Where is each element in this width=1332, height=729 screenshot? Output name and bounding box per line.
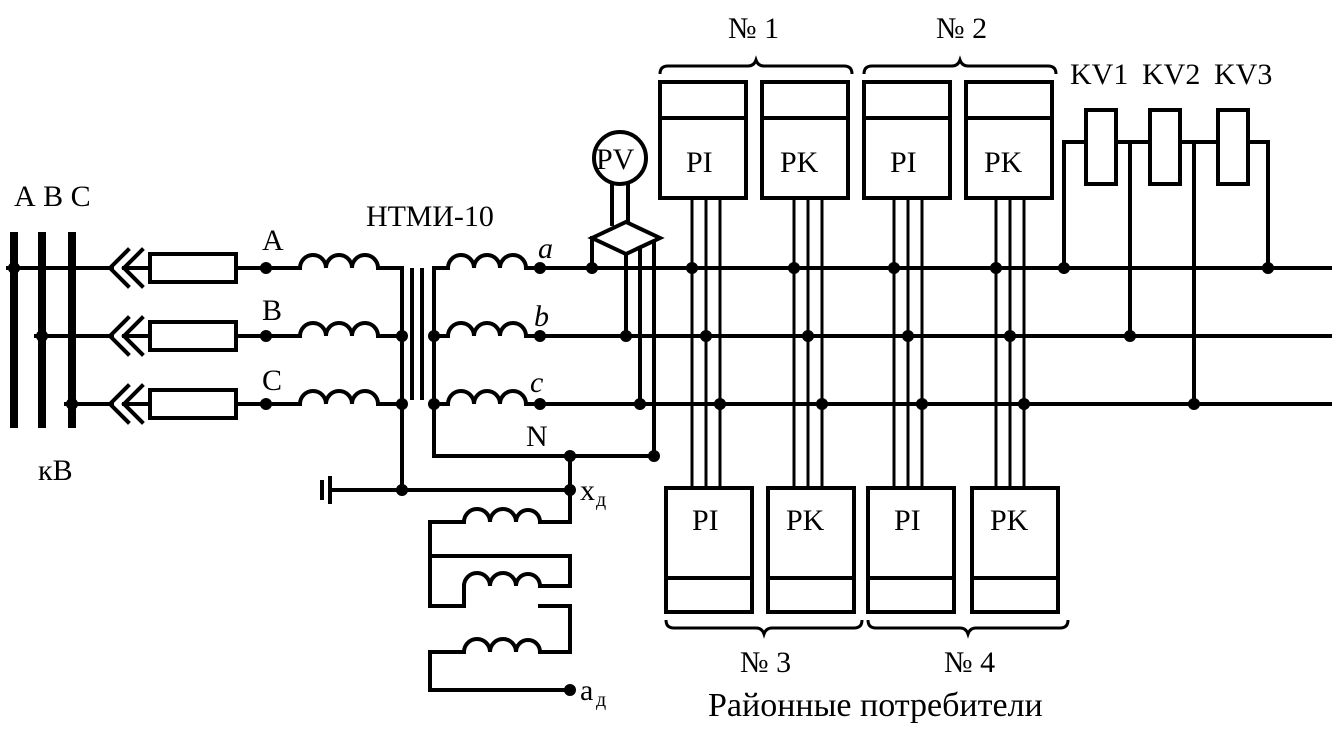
bottom-relay-units [664,268,1060,614]
group-4-label: № 4 [944,646,995,679]
neutral-label: N [526,420,548,453]
relay-bottom-2-label: PK [786,504,825,537]
open-delta-a-label: a [580,674,593,707]
kv2-label: KV2 [1142,58,1200,91]
group-3-label: № 3 [740,646,791,679]
kv3-label: KV3 [1214,58,1272,91]
secondary-phase-c-label: c [530,366,543,399]
top-relay-units [658,80,1054,404]
open-delta-winding [428,454,572,692]
open-delta-x-label: x [580,474,595,507]
primary-wiring [6,247,302,425]
kv1-label: KV1 [1070,58,1128,91]
relay-bottom-1-label: PI [692,504,719,537]
open-delta-x-subscript: д [596,489,606,511]
secondary-phase-a-label: a [538,232,553,265]
secondary-buses [538,266,1332,406]
voltmeter-assembly [587,130,665,458]
open-delta-a-subscript: д [596,689,606,711]
group-2-label: № 2 [936,12,987,45]
relay-bottom-4-label: PK [990,504,1029,537]
input-phase-b-label: B [262,294,282,327]
bus-voltage-label: кВ [38,454,73,487]
relay-top-3-label: PI [890,146,917,179]
bus-phases-label: А В С [14,180,91,213]
input-phase-a-label: A [262,224,284,257]
secondary-phase-b-label: b [534,300,549,333]
primary-windings [298,253,572,504]
input-phase-c-label: C [262,364,282,397]
voltage-relays [1062,108,1270,406]
busbars [10,232,76,428]
secondary-windings [432,253,656,458]
relay-top-4-label: PK [984,146,1023,179]
group-1-label: № 1 [728,12,779,45]
relay-junctions [686,262,1030,410]
relay-bottom-3-label: PI [894,504,921,537]
relay-top-2-label: PK [780,146,819,179]
relay-top-1-label: PI [686,146,713,179]
group-braces [658,55,1070,639]
caption: Районные потребители [708,687,1043,724]
transformer-core [410,268,424,400]
voltmeter-label: PV [596,143,635,176]
transformer-name: НТМИ-10 [366,200,494,233]
